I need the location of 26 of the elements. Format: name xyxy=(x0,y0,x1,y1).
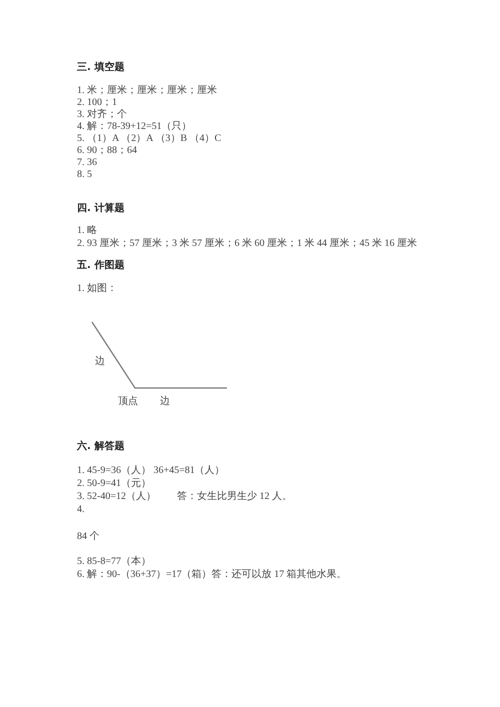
answer-text: 2. 100；1 xyxy=(77,97,117,108)
answer-text: 1. 如图： xyxy=(77,283,117,295)
drawing-label: 顶点 xyxy=(118,396,138,408)
answer-text: 1. 米；厘米；厘米；厘米；厘米 xyxy=(77,85,217,97)
drawing-label: 边 xyxy=(160,396,170,408)
answer-text: 7. 36 xyxy=(77,157,97,169)
answer-text: 8. 5 xyxy=(77,169,92,181)
drawing-label: 边 xyxy=(95,356,105,368)
section-heading: 三. 填空题 xyxy=(77,62,124,74)
answer-text: 5. （1）A （2）A （3）B （4）C xyxy=(77,133,222,145)
section-heading: 五. 作图题 xyxy=(77,260,124,272)
answer-text: 4. xyxy=(77,504,84,516)
answer-text: 3. 对齐；个 xyxy=(77,109,127,121)
answer-text: 84 个 xyxy=(77,531,100,543)
answer-text: 6. 90；88；64 xyxy=(77,145,137,157)
answer-text: 1. 略 xyxy=(77,225,97,237)
section-heading: 六. 解答题 xyxy=(77,441,124,453)
answer-text: 答：女生比男生少 12 人。 xyxy=(177,491,292,503)
answer-text: 2. 50-9=41（元） xyxy=(77,478,151,490)
answer-text: 4. 解：78-39+12=51（只） xyxy=(77,121,192,133)
section-heading: 四. 计算题 xyxy=(77,203,124,215)
answer-text: 6. 解：90-（36+37）=17（箱）答：还可以放 17 箱其他水果。 xyxy=(77,569,347,581)
answer-text: 1. 45-9=36（人） 36+45=81（人） xyxy=(77,465,225,477)
answer-text: 2. 93 厘米；57 厘米；3 米 57 厘米；6 米 60 厘米；1 米 44 厘米；45 米 16 厘米 xyxy=(77,238,417,250)
answer-text: 5. 85-8=77（本） xyxy=(77,556,151,568)
answer-text: 3. 52-40=12（人） xyxy=(77,491,156,503)
